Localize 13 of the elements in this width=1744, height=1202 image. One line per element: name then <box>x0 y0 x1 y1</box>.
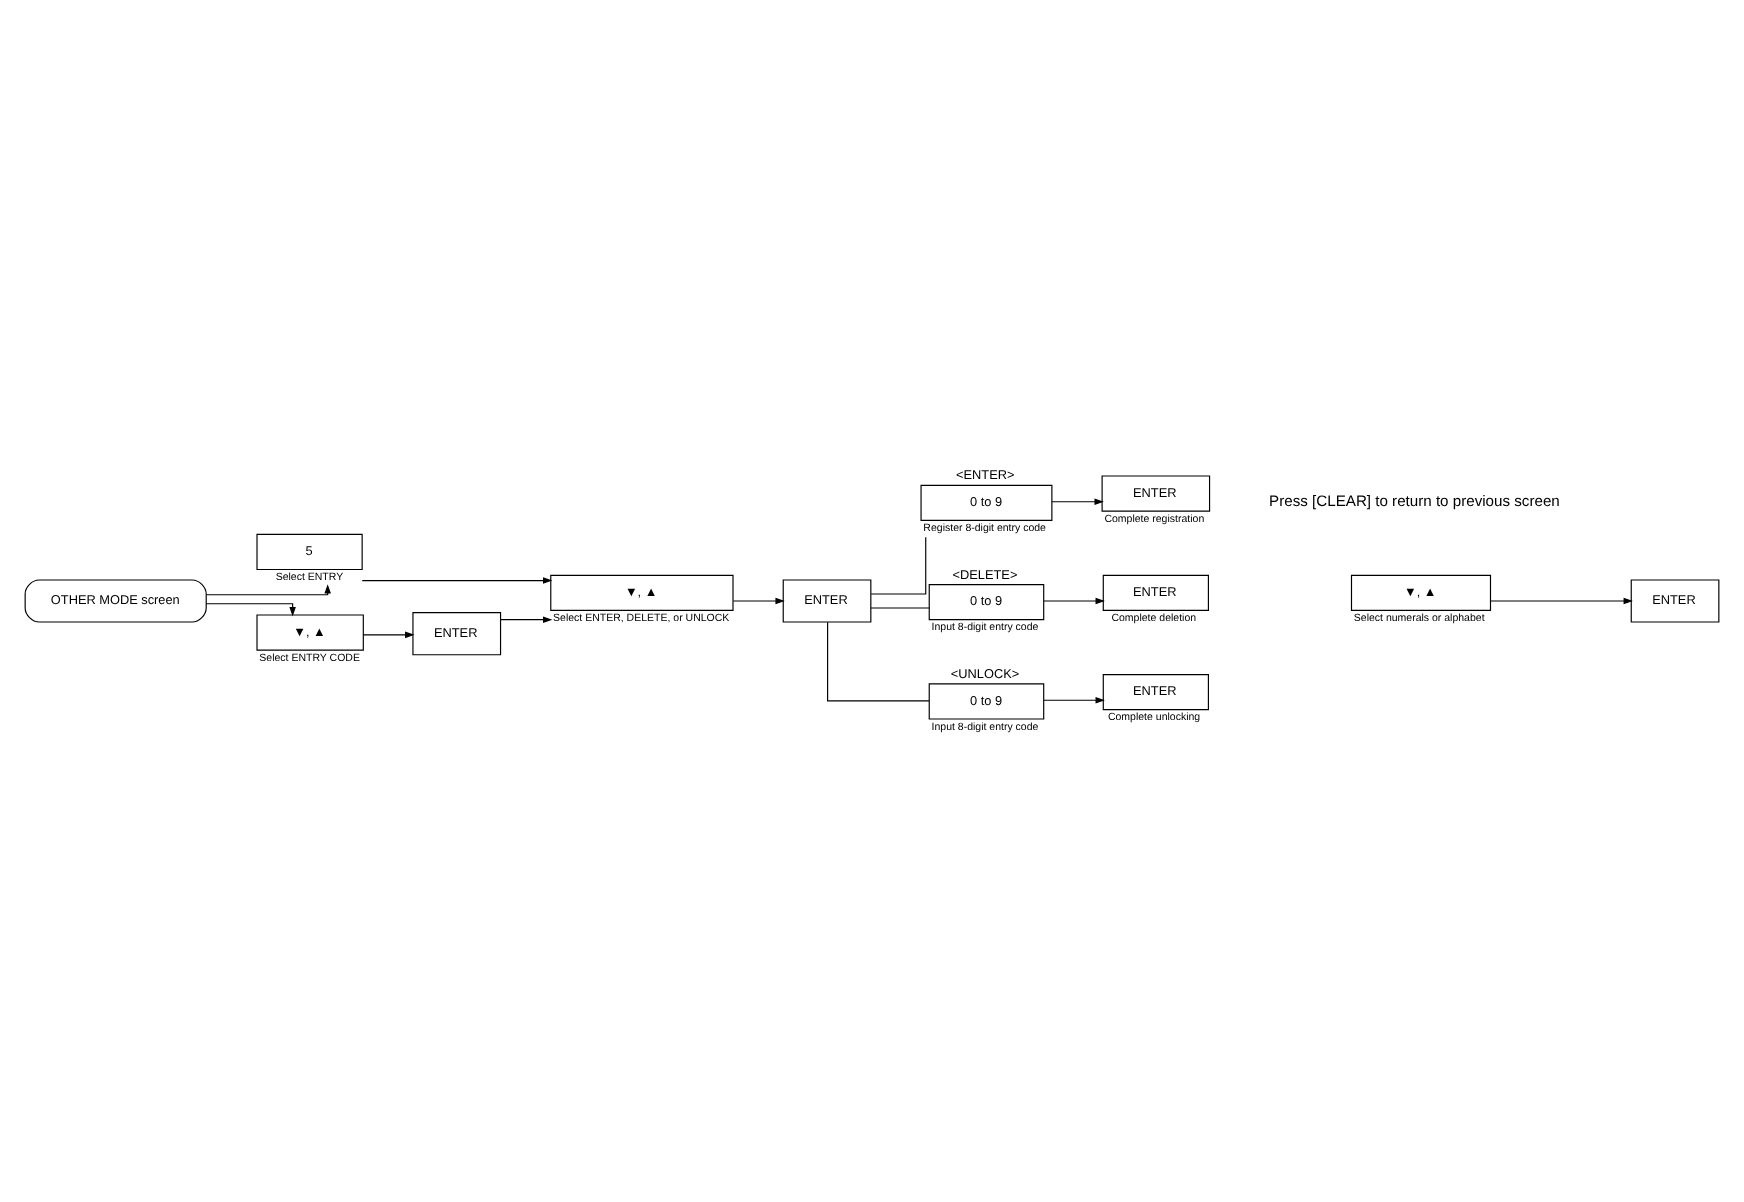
arrow <box>205 584 331 596</box>
arrow <box>1489 597 1633 605</box>
connector <box>827 621 930 702</box>
arrow <box>205 603 296 617</box>
arrow <box>1051 498 1104 505</box>
connector <box>870 607 930 609</box>
arrow <box>1043 697 1105 704</box>
arrow <box>1043 597 1105 605</box>
arrow <box>362 631 415 639</box>
arrow <box>732 597 785 605</box>
arrow <box>361 577 553 584</box>
arrow <box>500 616 553 623</box>
connector <box>870 536 927 595</box>
